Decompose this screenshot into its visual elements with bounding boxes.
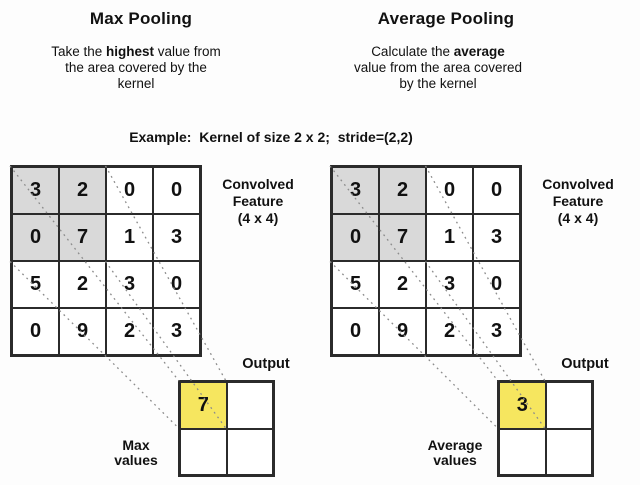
average-pooling-title: Average Pooling	[377, 9, 515, 28]
output-grid-max: 7	[178, 380, 275, 477]
convolved-feature-label-average: Convolved Feature (4 x 4)	[542, 176, 614, 226]
matrix-cell: 3	[332, 167, 379, 214]
matrix-cell: 0	[473, 167, 520, 214]
matrix-cell: 5	[332, 261, 379, 308]
matrix-cell: 0	[106, 167, 153, 214]
max-pooling-description: Take the highest value from the area cov…	[16, 44, 256, 92]
average-pooling-description: Calculate the average value from the are…	[318, 44, 558, 92]
matrix-cell: 9	[379, 308, 426, 355]
example-caption: Example: Kernel of size 2 x 2; stride=(2…	[129, 129, 413, 145]
description-line: value from the area covered	[353, 60, 523, 75]
description-line: Calculate the average	[371, 44, 505, 59]
matrix-cell: 3	[12, 167, 59, 214]
matrix-cell: 1	[426, 214, 473, 261]
matrix-cell: 2	[426, 308, 473, 355]
output-label-average: Output	[561, 356, 609, 372]
matrix-cell: 0	[153, 167, 200, 214]
matrix-cell: 0	[473, 261, 520, 308]
matrix-cell: 7	[59, 214, 106, 261]
matrix-cell: 0	[12, 214, 59, 261]
matrix-cell: 2	[59, 167, 106, 214]
matrix-cell: 2	[59, 261, 106, 308]
matrix-cell: 3	[473, 308, 520, 355]
matrix-cell: 1	[106, 214, 153, 261]
matrix-cell: 0	[426, 167, 473, 214]
matrix-cell: 5	[12, 261, 59, 308]
matrix-cell: 0	[153, 261, 200, 308]
output-label-max: Output	[242, 356, 290, 372]
matrix-cell: 3	[106, 261, 153, 308]
description-line: Take the highest value from	[51, 44, 221, 59]
matrix-cell	[180, 428, 227, 475]
matrix-cell: 2	[379, 261, 426, 308]
matrix-cell: 3	[499, 382, 546, 429]
matrix-cell	[226, 382, 273, 429]
max-pooling-title: Max Pooling	[89, 9, 193, 28]
matrix-cell: 0	[332, 214, 379, 261]
max-values-label: Max values	[114, 437, 158, 468]
matrix-cell: 9	[59, 308, 106, 355]
matrix-cell: 3	[473, 214, 520, 261]
description-line: by the kernel	[399, 76, 477, 91]
matrix-cell: 7	[180, 382, 227, 429]
matrix-cell: 2	[379, 167, 426, 214]
description-line: kernel	[117, 76, 155, 91]
matrix-cell	[545, 428, 592, 475]
matrix-cell: 7	[379, 214, 426, 261]
matrix-cell: 3	[153, 214, 200, 261]
description-line: the area covered by the	[65, 60, 207, 75]
matrix-cell: 3	[153, 308, 200, 355]
output-grid-average: 3	[497, 380, 594, 477]
matrix-cell: 0	[12, 308, 59, 355]
matrix-cell: 3	[426, 261, 473, 308]
matrix-cell	[226, 428, 273, 475]
matrix-cell	[545, 382, 592, 429]
matrix-cell	[499, 428, 546, 475]
convolved-feature-label-max: Convolved Feature (4 x 4)	[222, 176, 294, 226]
matrix-cell: 0	[332, 308, 379, 355]
matrix-cell: 2	[106, 308, 153, 355]
average-values-label: Average values	[427, 437, 483, 468]
